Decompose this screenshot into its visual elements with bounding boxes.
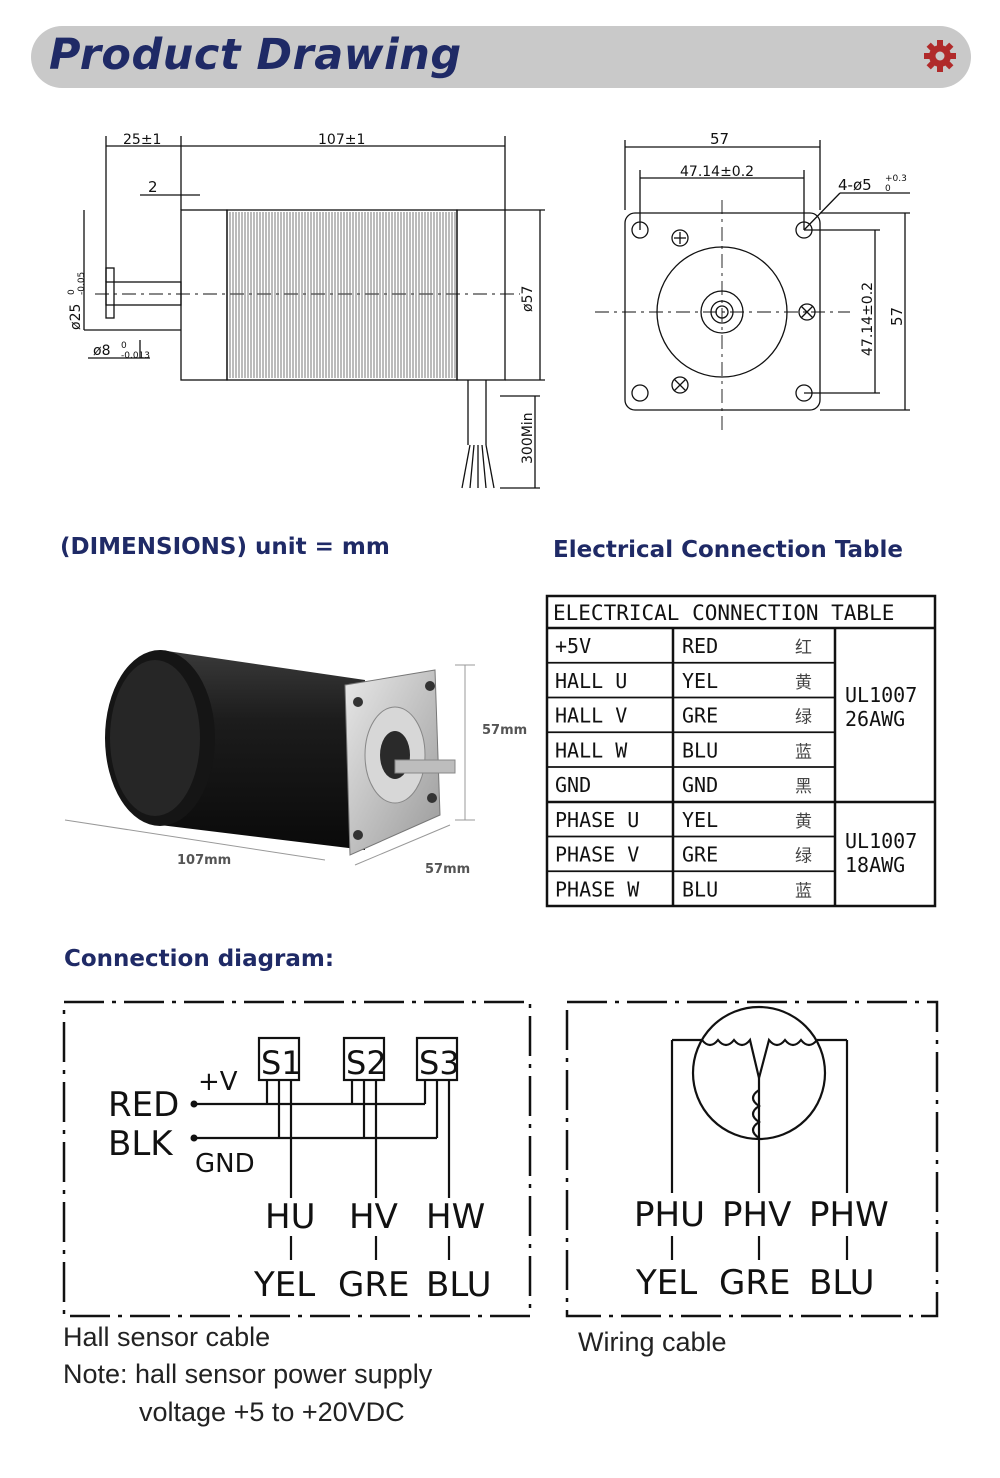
table-cell-color-cn: 黑 (795, 777, 812, 797)
blk-wire-label: BLK (108, 1124, 174, 1164)
table-cell-signal: PHASE V (555, 843, 639, 867)
table-cell-color-cn: 蓝 (795, 881, 812, 901)
dim-lead-length: 300Min (520, 412, 536, 464)
photo-width-label: 57mm (425, 862, 470, 877)
output-hv: HV (349, 1197, 398, 1237)
output-hu: HU (265, 1197, 315, 1237)
table-cell-color: BLU (682, 877, 718, 901)
dim-flange: 2 (148, 178, 158, 196)
dim-holes-tol-bot: 0 (885, 184, 891, 194)
table-cell-color: RED (682, 634, 718, 658)
dim-pilot-tol-top: 0 (67, 289, 77, 295)
hall-cable-caption: Hall sensor cable (63, 1322, 271, 1352)
table-title: ELECTRICAL CONNECTION TABLE (553, 601, 894, 625)
header-banner: Product Drawing (31, 26, 971, 88)
dim-holes: 4-ø5 (838, 176, 872, 194)
group1-spec-line1: UL1007 (845, 683, 917, 707)
table-cell-color-cn: 绿 (795, 847, 812, 867)
table-cell-color: BLU (682, 738, 718, 762)
page-title: Product Drawing (49, 30, 462, 80)
electrical-table-heading: Electrical Connection Table (553, 537, 904, 563)
group2-spec-line1: UL1007 (845, 829, 917, 853)
color-blu: BLU (426, 1265, 491, 1305)
table-cell-color: GRE (682, 704, 718, 728)
table-cell-color-cn: 黄 (795, 673, 812, 693)
color-gre: GRE (338, 1265, 409, 1305)
table-cell-signal: HALL W (555, 738, 628, 762)
power-note-line2: voltage +5 to +20VDC (139, 1397, 405, 1427)
dim-hole-spacing-vertical: 47.14±0.2 (860, 282, 876, 356)
side-view-drawing: 25±1 107±1 2 ø25 0 -0.05 ø8 0 -0.013 ø57… (67, 132, 545, 489)
table-cell-color: YEL (682, 808, 718, 832)
dim-shaft-tol-bot: -0.013 (121, 351, 150, 361)
output-phu: PHU (634, 1195, 705, 1235)
dim-shaft-diameter: ø8 (93, 343, 110, 359)
color-yel: YEL (253, 1265, 315, 1305)
motor-photo: 57mm 107mm 57mm (64, 650, 527, 877)
phase-color-yel: YEL (635, 1263, 697, 1303)
sensor-s2: S2 (346, 1044, 387, 1082)
gnd-label: GND (195, 1149, 255, 1179)
phase-color-blu: BLU (809, 1263, 874, 1303)
table-cell-color-cn: 蓝 (795, 742, 812, 762)
table-cell-color: GRE (682, 843, 718, 867)
red-wire-label: RED (108, 1085, 179, 1125)
dimensions-heading: (DIMENSIONS) unit = mm (60, 534, 390, 560)
table-cell-signal: PHASE W (555, 877, 640, 901)
output-hw: HW (426, 1197, 485, 1237)
photo-height-label: 57mm (482, 723, 527, 738)
dim-body-diameter: ø57 (520, 286, 536, 312)
table-cell-color-cn: 黄 (795, 812, 812, 832)
phase-color-gre: GRE (719, 1263, 790, 1303)
output-phv: PHV (722, 1195, 791, 1235)
sensor-s3: S3 (419, 1044, 460, 1082)
wiring-cable-caption: Wiring cable (578, 1327, 727, 1357)
table-cell-color-cn: 红 (795, 638, 812, 658)
dim-holes-tol-top: +0.3 (885, 174, 907, 184)
gear-icon (924, 40, 956, 72)
front-view-drawing: 57 47.14±0.2 4-ø5 +0.3 0 47.14±0.2 57 (595, 130, 910, 430)
dim-flange-height: 57 (888, 307, 906, 326)
table-cell-color: GND (682, 773, 718, 797)
sensor-s1: S1 (261, 1044, 302, 1082)
dim-flange-width: 57 (710, 130, 729, 148)
group1-spec-line2: 26AWG (845, 707, 905, 731)
table-cell-signal: HALL V (555, 704, 627, 728)
electrical-connection-table: ELECTRICAL CONNECTION TABLE +5V RED 红 HALL … (545, 594, 937, 908)
hall-sensor-diagram: S1 S2 S3 +V GND RED BLK HU HV HW YEL GRE… (62, 1000, 532, 1318)
vplus-label: +V (198, 1067, 238, 1097)
table-cell-signal: +5V (555, 634, 591, 658)
table-cell-color: YEL (682, 669, 718, 693)
dim-pilot-tol-bot: -0.05 (77, 272, 87, 295)
dim-body-length: 107±1 (318, 132, 365, 148)
photo-length-label: 107mm (177, 853, 231, 868)
dim-pilot-diameter: ø25 (68, 304, 84, 330)
table-cell-signal: GND (555, 773, 591, 797)
table-cell-color-cn: 绿 (795, 708, 812, 728)
group2-spec-line2: 18AWG (845, 853, 905, 877)
power-note-line1: Note: hall sensor power supply (63, 1359, 433, 1389)
phase-winding-diagram: PHU PHV PHW YEL GRE BLU (565, 1000, 939, 1318)
dim-shaft-length: 25±1 (123, 132, 161, 148)
table-cell-signal: PHASE U (555, 808, 639, 832)
connection-diagram-heading: Connection diagram: (64, 946, 335, 972)
output-phw: PHW (809, 1195, 889, 1235)
table-cell-signal: HALL U (555, 669, 627, 693)
dim-hole-spacing: 47.14±0.2 (680, 164, 754, 180)
dim-shaft-tol-top: 0 (121, 341, 127, 351)
